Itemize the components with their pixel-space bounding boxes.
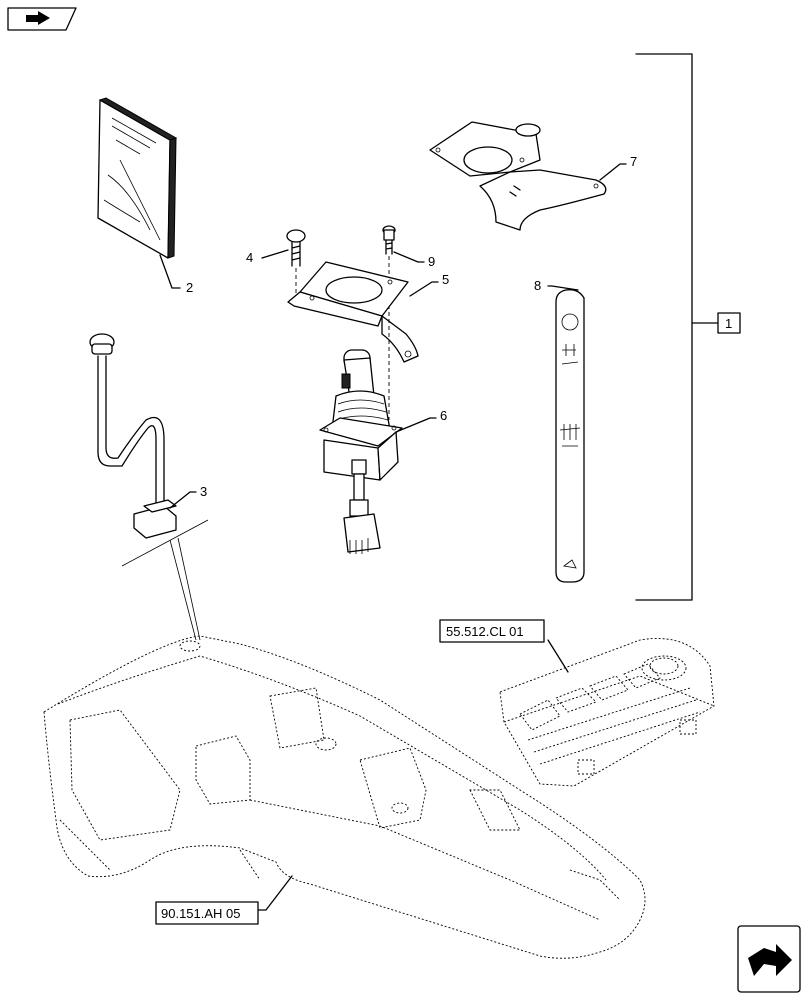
- callout-7: 7: [630, 154, 637, 169]
- callout-6: 6: [440, 408, 447, 423]
- page-nav-icon[interactable]: [7, 7, 77, 31]
- callout-4: 4: [246, 250, 253, 265]
- callout-3: 3: [200, 484, 207, 499]
- callout-1-box: [717, 312, 741, 334]
- joystick: [319, 349, 403, 554]
- ref-cl01[interactable]: 55.512.CL 01: [446, 624, 524, 639]
- callout-1: 1: [725, 316, 732, 331]
- joystick-bracket: [287, 261, 419, 363]
- next-page-icon[interactable]: [737, 925, 801, 993]
- screw-4: [286, 229, 306, 267]
- control-panel: [499, 638, 715, 787]
- callout-9: 9: [428, 254, 435, 269]
- decal-strip: [555, 289, 585, 583]
- ref-ah05[interactable]: 90.151.AH 05: [161, 906, 241, 921]
- screw-9: [382, 225, 396, 255]
- callout-5: 5: [442, 272, 449, 287]
- callout-2: 2: [186, 280, 193, 295]
- instruction-booklet: [97, 97, 178, 259]
- ref-box-ah05[interactable]: [155, 901, 259, 925]
- armrest-console: [43, 635, 646, 959]
- mounting-plate: [429, 121, 607, 231]
- wiring-harness: [89, 333, 177, 539]
- callout-8: 8: [534, 278, 541, 293]
- ref-box-cl01[interactable]: [439, 619, 545, 643]
